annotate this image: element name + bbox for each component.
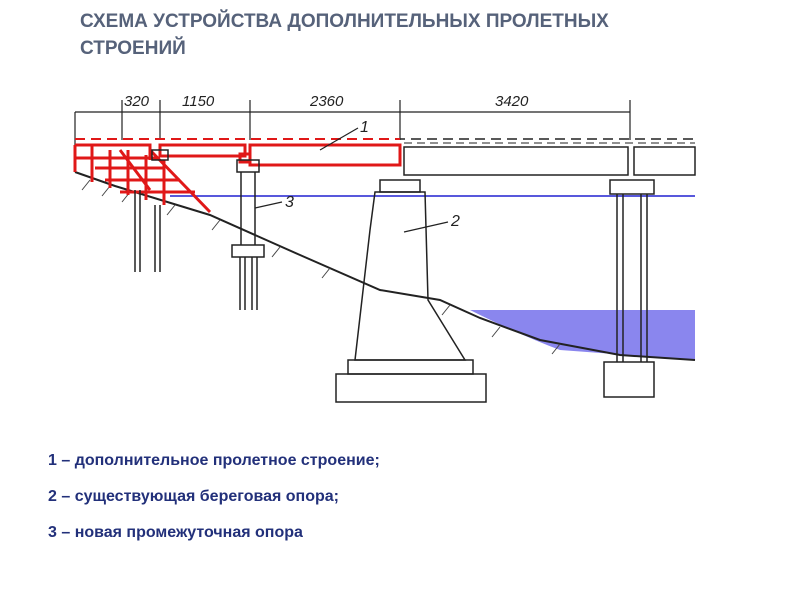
- callout-1: 1: [360, 119, 369, 136]
- legend-item-1: 1 – дополнительное пролетное строение;: [48, 452, 380, 469]
- page-title: СХЕМА УСТРОЙСТВА ДОПОЛНИТЕЛЬНЫХ ПРОЛЕТНЫ…: [80, 8, 720, 62]
- ground-hatch: [81, 179, 561, 355]
- existing-span-beam-1: [403, 146, 629, 176]
- additional-span-structure: [73, 138, 402, 214]
- river-pier: [603, 179, 655, 398]
- title-line-1: СХЕМА УСТРОЙСТВА ДОПОЛНИТЕЛЬНЫХ ПРОЛЕТНЫ…: [80, 11, 609, 32]
- existing-span-beam-2: [633, 146, 696, 176]
- dimension-320: 320: [124, 93, 150, 110]
- dimension-3420: 3420: [495, 93, 529, 110]
- legend-item-2: 2 – существующая береговая опора;: [48, 488, 339, 505]
- callout-2: 2: [450, 213, 460, 230]
- existing-shore-support: [335, 179, 487, 403]
- title-line-2: СТРОЕНИЙ: [80, 38, 186, 59]
- new-intermediate-support: [231, 159, 265, 310]
- water-area: [470, 310, 695, 360]
- callout-leaders: [254, 127, 449, 233]
- dimension-lines: [74, 100, 631, 160]
- left-abutment-piles: [134, 149, 169, 272]
- legend: 1 – дополнительное пролетное строение; 2…: [48, 452, 380, 560]
- dimension-1150: 1150: [182, 93, 215, 110]
- callout-3: 3: [285, 194, 294, 211]
- dimension-2360: 2360: [309, 93, 344, 110]
- legend-item-3: 3 – новая промежуточная опора: [48, 524, 303, 541]
